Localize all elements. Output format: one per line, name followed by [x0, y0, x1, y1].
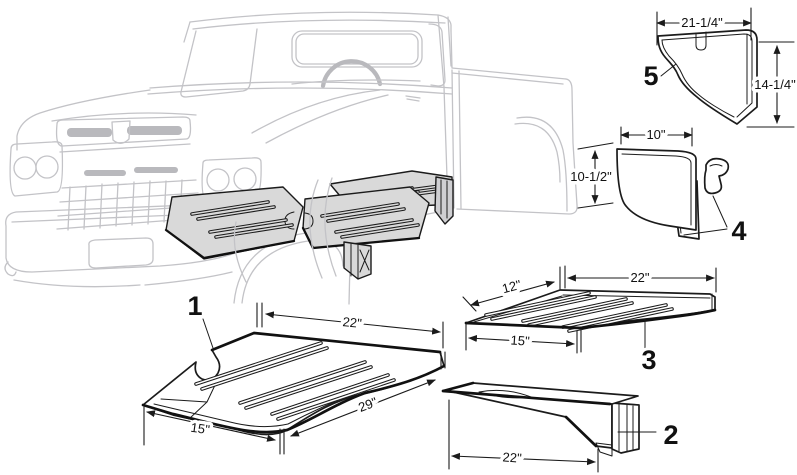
part-2-number: 2 [663, 420, 678, 450]
installed-cab-corner [434, 176, 454, 225]
headlight [206, 168, 230, 192]
dim-part4-width: 10" [646, 127, 665, 142]
dimension-annotations: 21-1/4" 14-1/4" 5 10" 10-1/2" 4 22" 12" … [143, 7, 797, 473]
door-handle [405, 95, 421, 102]
dim-part1-bottom: 15" [190, 420, 211, 438]
part-4-bracket [703, 157, 730, 195]
leader-line [683, 195, 728, 236]
grille-slot [127, 126, 182, 135]
grille-grid [56, 179, 201, 231]
headlight [233, 167, 257, 191]
part-5-cab-corner [657, 29, 758, 125]
part-3-number: 3 [641, 345, 656, 375]
dim-part3-depth: 12" [500, 277, 523, 297]
dim-part4-height: 10-1/2" [570, 169, 612, 184]
installed-floor-parts [164, 170, 454, 283]
rear-window [291, 30, 423, 68]
door-window [428, 23, 446, 87]
grille-slot [67, 128, 112, 137]
part-5-number: 5 [643, 61, 658, 91]
dim-part5-height: 14-1/4" [754, 77, 796, 92]
part-4-number: 4 [731, 216, 746, 246]
part-4-face [616, 148, 697, 231]
headlight-pod-left [9, 141, 64, 197]
dim-part3-width: 22" [630, 270, 649, 285]
trim-dash [134, 167, 178, 173]
grille-band [55, 116, 192, 147]
truck-outline-illustration [4, 11, 578, 305]
leader-line [202, 318, 214, 349]
headlight [13, 156, 37, 180]
dim-part5-width: 21-1/4" [681, 15, 723, 30]
dim-part3-bottom: 15" [510, 332, 530, 348]
brand-badge [111, 120, 131, 144]
part-5-tab [695, 31, 707, 51]
part-4-step-panel [616, 148, 730, 240]
windshield [180, 28, 258, 98]
rear-wheel-arch [516, 116, 568, 212]
trim-dash [84, 170, 126, 176]
dim-part1-diagonal: 29" [356, 394, 380, 415]
dim-part2-length: 22" [502, 449, 522, 465]
steering-wheel [320, 59, 383, 89]
part-2-end-cap [611, 402, 640, 454]
part-1-floor-pan [141, 331, 446, 436]
part-1-number: 1 [187, 291, 202, 321]
headlight [35, 155, 59, 179]
part-2-floor-support [441, 381, 640, 457]
dim-part1-width: 22" [342, 314, 363, 331]
leader-line [660, 63, 677, 77]
